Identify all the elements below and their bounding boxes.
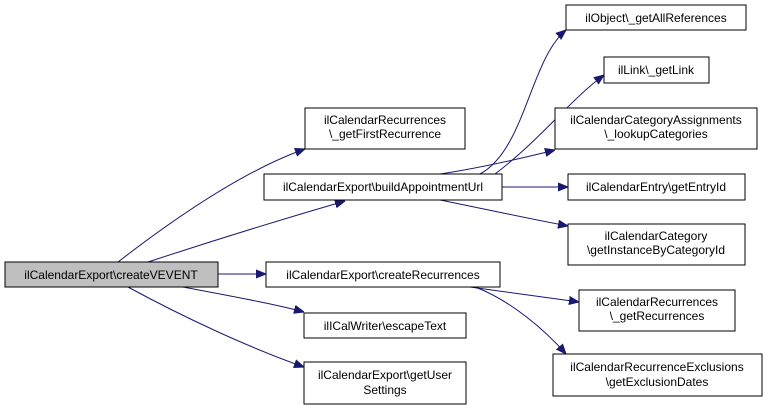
- node-label: ilICalWriter\escapeText: [324, 319, 447, 333]
- edge-buildAppointmentUrl-getAllReferences: [479, 30, 566, 175]
- node-label: \_getRecurrences: [610, 309, 705, 323]
- edge-createVEVENT-escapeText: [182, 286, 304, 312]
- node-getExclusionDates[interactable]: ilCalendarRecurrenceExclusions \getExclu…: [552, 353, 763, 397]
- node-getLink[interactable]: ilLink\_getLink: [603, 56, 710, 84]
- node-label: ilCalendarExport\buildAppointmentUrl: [283, 180, 483, 194]
- edge-createRecurrences-getRecurrences: [469, 286, 579, 302]
- node-label: ilCalendarRecurrences: [324, 113, 446, 127]
- node-getFirstRecurrence[interactable]: ilCalendarRecurrences \_getFirstRecurren…: [304, 107, 466, 150]
- edge-createVEVENT-getUserSettings: [127, 286, 304, 367]
- node-label: ilCalendarExport\createRecurrences: [286, 268, 479, 282]
- node-label: \getInstanceByCategoryId: [587, 243, 725, 257]
- node-getRecurrences[interactable]: ilCalendarRecurrences \_getRecurrences: [578, 289, 736, 332]
- node-escapeText[interactable]: ilICalWriter\escapeText: [303, 312, 467, 339]
- node-getEntryId[interactable]: ilCalendarEntry\getEntryId: [567, 173, 746, 201]
- edge-buildAppointmentUrl-getLink: [494, 75, 604, 175]
- edges: [117, 30, 604, 367]
- node-label: ilCalendarRecurrences: [596, 295, 718, 309]
- node-label: \_lookupCategories: [604, 127, 707, 141]
- node-label: ilLink\_getLink: [618, 63, 695, 77]
- node-label: ilCalendarCategoryAssignments: [570, 113, 741, 127]
- edge-createRecurrences-getExclusionDates: [474, 286, 566, 354]
- node-label: \_getFirstRecurrence: [329, 127, 441, 141]
- node-getInstanceByCategoryId[interactable]: ilCalendarCategory \getInstanceByCategor…: [567, 223, 746, 266]
- node-label: Settings: [363, 383, 406, 397]
- node-createVEVENT[interactable]: ilCalendarExport\createVEVENT: [4, 261, 219, 288]
- edge-createVEVENT-getFirstRecurrence: [117, 149, 305, 263]
- node-label: ilCalendarRecurrenceExclusions: [570, 360, 743, 374]
- node-label: ilObject\_getAllReferences: [585, 11, 726, 25]
- node-getUserSettings[interactable]: ilCalendarExport\getUser Settings: [303, 361, 467, 405]
- node-label: ilCalendarExport\createVEVENT: [24, 268, 198, 282]
- node-label: \getExclusionDates: [606, 375, 709, 389]
- node-label: ilCalendarCategory: [605, 229, 708, 243]
- edge-createVEVENT-buildAppointmentUrl: [147, 201, 345, 263]
- node-buildAppointmentUrl[interactable]: ilCalendarExport\buildAppointmentUrl: [263, 173, 503, 201]
- edge-buildAppointmentUrl-getInstanceByCategoryId: [439, 199, 568, 226]
- edge-buildAppointmentUrl-lookupCategories: [439, 150, 555, 175]
- node-label: ilCalendarExport\getUser: [318, 368, 452, 382]
- node-getAllReferences[interactable]: ilObject\_getAllReferences: [565, 4, 747, 31]
- node-lookupCategories[interactable]: ilCalendarCategoryAssignments \_lookupCa…: [554, 107, 758, 150]
- node-createRecurrences[interactable]: ilCalendarExport\createRecurrences: [265, 261, 501, 288]
- node-label: ilCalendarEntry\getEntryId: [586, 180, 726, 194]
